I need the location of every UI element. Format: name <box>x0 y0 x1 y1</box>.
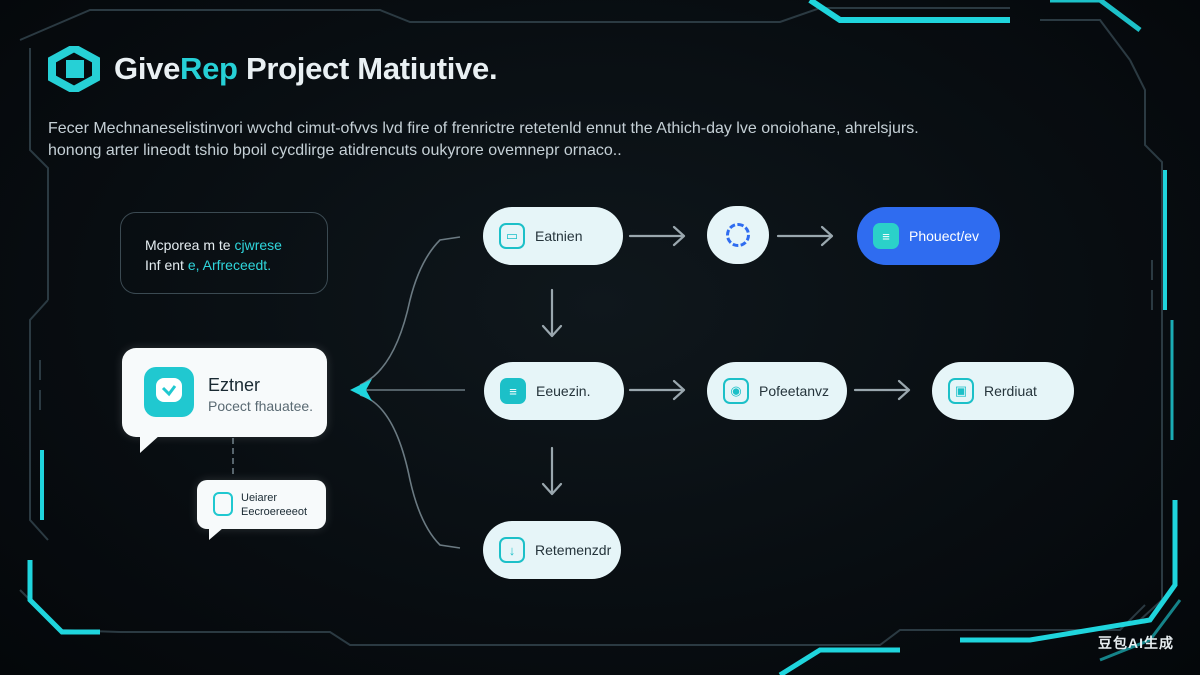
note-line-1-highlight: cjwrese <box>234 237 282 253</box>
node-row1-left[interactable]: ▭ Eatnien <box>483 207 623 265</box>
node-row3[interactable]: ↓ Retemenzdr <box>483 521 621 579</box>
node-row2-mid-label: Pofeetanvz <box>759 383 830 399</box>
note-line-2-text: Inf ent <box>145 257 188 273</box>
node-row2-right[interactable]: ▣ Rerdiuat <box>932 362 1074 420</box>
title-brand-part2: Rep <box>180 51 238 86</box>
monitor-icon: ▭ <box>499 223 525 249</box>
title-brand-part1: Give <box>114 51 181 86</box>
node-row2-left[interactable]: ≡ Eeuezin. <box>484 362 624 420</box>
watermark: 豆包AI生成 <box>1098 635 1174 651</box>
logo-icon <box>48 46 100 92</box>
main-bubble-subtitle: Pocect fhauatee. <box>208 398 314 414</box>
pin-icon: ◉ <box>723 378 749 404</box>
header: GiveRep Project Matiutive. <box>48 46 498 92</box>
list-icon: ≡ <box>500 378 526 404</box>
node-row1-right[interactable]: ≡ Phouect/ev <box>857 207 1000 265</box>
node-row1-right-label: Phouect/ev <box>909 228 980 244</box>
main-speech-bubble[interactable]: Eztner Pocect fhauatee. <box>122 348 327 453</box>
note-line-1-text: Mcporea m te <box>145 237 235 253</box>
node-row2-left-label: Eeuezin. <box>536 383 591 399</box>
small-bubble-title: Ueiarer <box>241 492 278 504</box>
node-row1-center[interactable] <box>707 206 769 264</box>
small-bubble-subtitle: Eecroereeeot <box>241 506 308 518</box>
node-row2-mid[interactable]: ◉ Pofeetanvz <box>707 362 847 420</box>
node-row1-left-label: Eatnien <box>535 228 583 244</box>
screen-icon: ▣ <box>948 378 974 404</box>
small-speech-bubble[interactable]: Ueiarer Eecroereeeot <box>197 480 326 540</box>
node-row2-right-label: Rerdiuat <box>984 383 1037 399</box>
main-bubble-title: Eztner <box>208 375 261 395</box>
note-line-2: Inf ent e, Arfreceedt. <box>145 255 315 275</box>
description-line-1: Fecer Mechnaneselistinvori wvchd cimut-o… <box>48 120 919 137</box>
title-rest: Project Matiutive. <box>237 51 498 86</box>
note-line-1: Mcporea m te cjwrese <box>145 235 315 255</box>
location-icon <box>213 492 233 516</box>
page-title: GiveRep Project Matiutive. <box>114 51 498 87</box>
description: Fecer Mechnaneselistinvori wvchd cimut-o… <box>48 118 1028 162</box>
description-line-2: honong arter lineodt tshio bpoil cycdlir… <box>48 142 622 159</box>
node-row3-label: Retemenzdr <box>535 542 612 558</box>
note-line-2-highlight: e, Arfreceedt. <box>187 257 272 273</box>
document-icon: ≡ <box>873 223 899 249</box>
download-icon: ↓ <box>499 537 525 563</box>
user-avatar-icon <box>144 367 194 417</box>
note-box: Mcporea m te cjwrese Inf ent e, Arfrecee… <box>120 212 328 294</box>
main-arrowhead <box>350 379 372 401</box>
refresh-icon <box>726 223 750 247</box>
